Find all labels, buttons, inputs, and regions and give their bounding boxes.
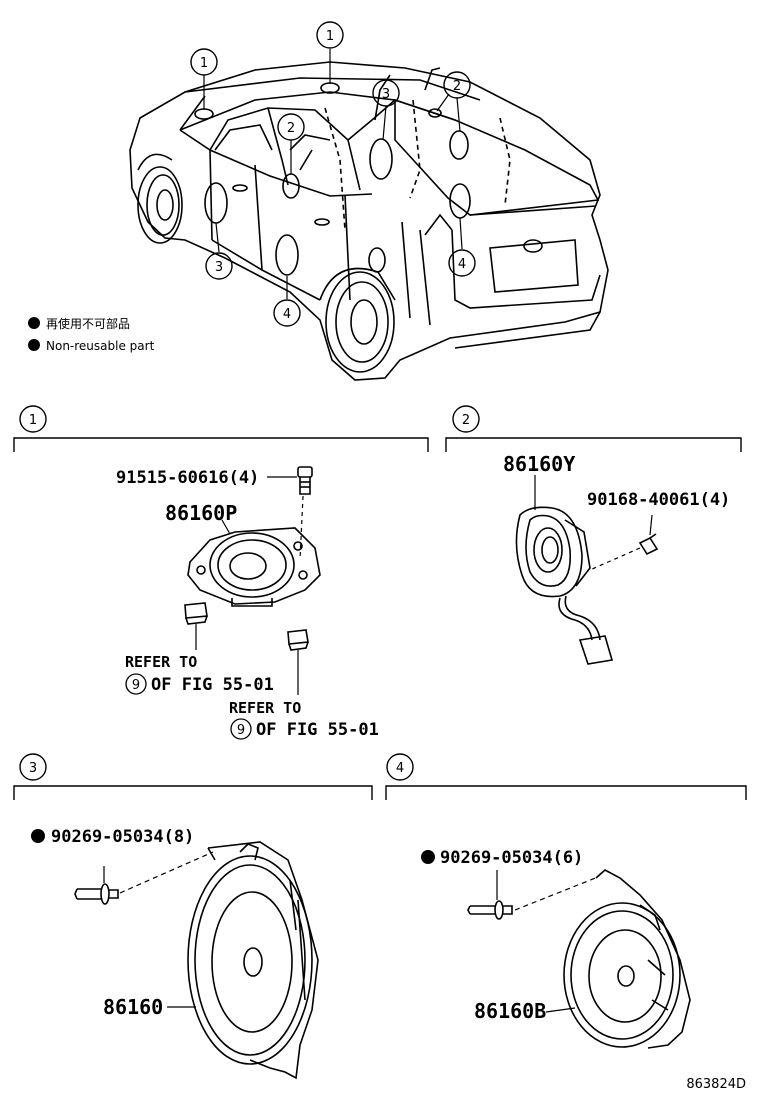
car-illustration xyxy=(129,61,609,381)
nonreusable-bullet-3 xyxy=(31,829,45,843)
diagram-code: 863824D xyxy=(686,1077,746,1092)
section-1-drawing xyxy=(125,466,321,740)
refer-label-b: REFER TO xyxy=(229,699,301,717)
legend-line-1: 再使用不可部品 xyxy=(46,316,130,331)
callout-4-b xyxy=(448,249,476,277)
rivet-icon-4 xyxy=(467,900,513,920)
callout-4-b-label: 4 xyxy=(458,257,466,272)
part-number-rivet-3: 90269-05034(8) xyxy=(51,827,194,847)
part-number-screw-1: 91515-60616(4) xyxy=(116,468,259,488)
section-3-drawing xyxy=(74,841,319,1080)
section-2-number: 2 xyxy=(462,413,470,428)
legend-line-2: Non-reusable part xyxy=(46,339,155,353)
callout-2-b xyxy=(277,113,305,141)
part-number-rivet-4: 90269-05034(6) xyxy=(440,848,583,868)
refer-b-fig: OF FIG 55-01 xyxy=(256,720,379,740)
callout-1-b xyxy=(316,21,344,49)
refer-a-fig: OF FIG 55-01 xyxy=(151,675,274,695)
callout-2-b-label: 2 xyxy=(287,121,295,136)
section-4-number: 4 xyxy=(396,761,404,776)
section-3-number: 3 xyxy=(29,761,37,776)
callout-4-a-label: 4 xyxy=(283,307,291,322)
refer-label-a: REFER TO xyxy=(125,653,197,671)
callout-2-a xyxy=(443,71,471,99)
clip-icon-b xyxy=(287,629,309,651)
callout-1-a xyxy=(190,48,218,76)
callout-3-a-label: 3 xyxy=(382,87,390,102)
callout-3-a xyxy=(372,79,400,107)
tweeter-speaker-86160Y xyxy=(515,506,614,665)
door-speaker-86160B xyxy=(563,869,691,1049)
section-1-number: 1 xyxy=(29,413,37,428)
callout-1-b-label: 1 xyxy=(326,29,334,44)
part-number-speaker-3: 86160 xyxy=(103,995,163,1019)
callout-1-a-label: 1 xyxy=(200,56,208,71)
callout-3-b-label: 3 xyxy=(215,260,223,275)
screw-icon-2 xyxy=(638,533,659,556)
legend-bullet-1 xyxy=(28,317,40,329)
section-2-drawing xyxy=(515,475,659,665)
rivet-icon-3 xyxy=(74,883,119,905)
legend-bullet-2 xyxy=(28,339,40,351)
screw-icon xyxy=(297,466,313,495)
part-number-speaker-4: 86160B xyxy=(474,999,546,1023)
tweeter-speaker-86160P xyxy=(187,527,321,607)
nonreusable-bullet-4 xyxy=(421,850,435,864)
part-number-speaker-1: 86160P xyxy=(165,501,237,525)
door-speaker-86160 xyxy=(187,841,319,1080)
clip-icon-a xyxy=(184,602,208,625)
section-4-drawing xyxy=(467,869,691,1049)
callout-2-a-label: 2 xyxy=(453,79,461,94)
section-frames xyxy=(13,405,747,800)
callout-leaders xyxy=(203,49,463,299)
callout-3-b xyxy=(205,252,233,280)
callout-circles xyxy=(190,21,476,327)
part-number-screw-2: 90168-40061(4) xyxy=(587,490,730,510)
refer-b-num: 9 xyxy=(237,723,245,738)
refer-a-num: 9 xyxy=(132,678,140,693)
part-number-speaker-2: 86160Y xyxy=(503,452,575,476)
callout-4-a xyxy=(273,299,301,327)
